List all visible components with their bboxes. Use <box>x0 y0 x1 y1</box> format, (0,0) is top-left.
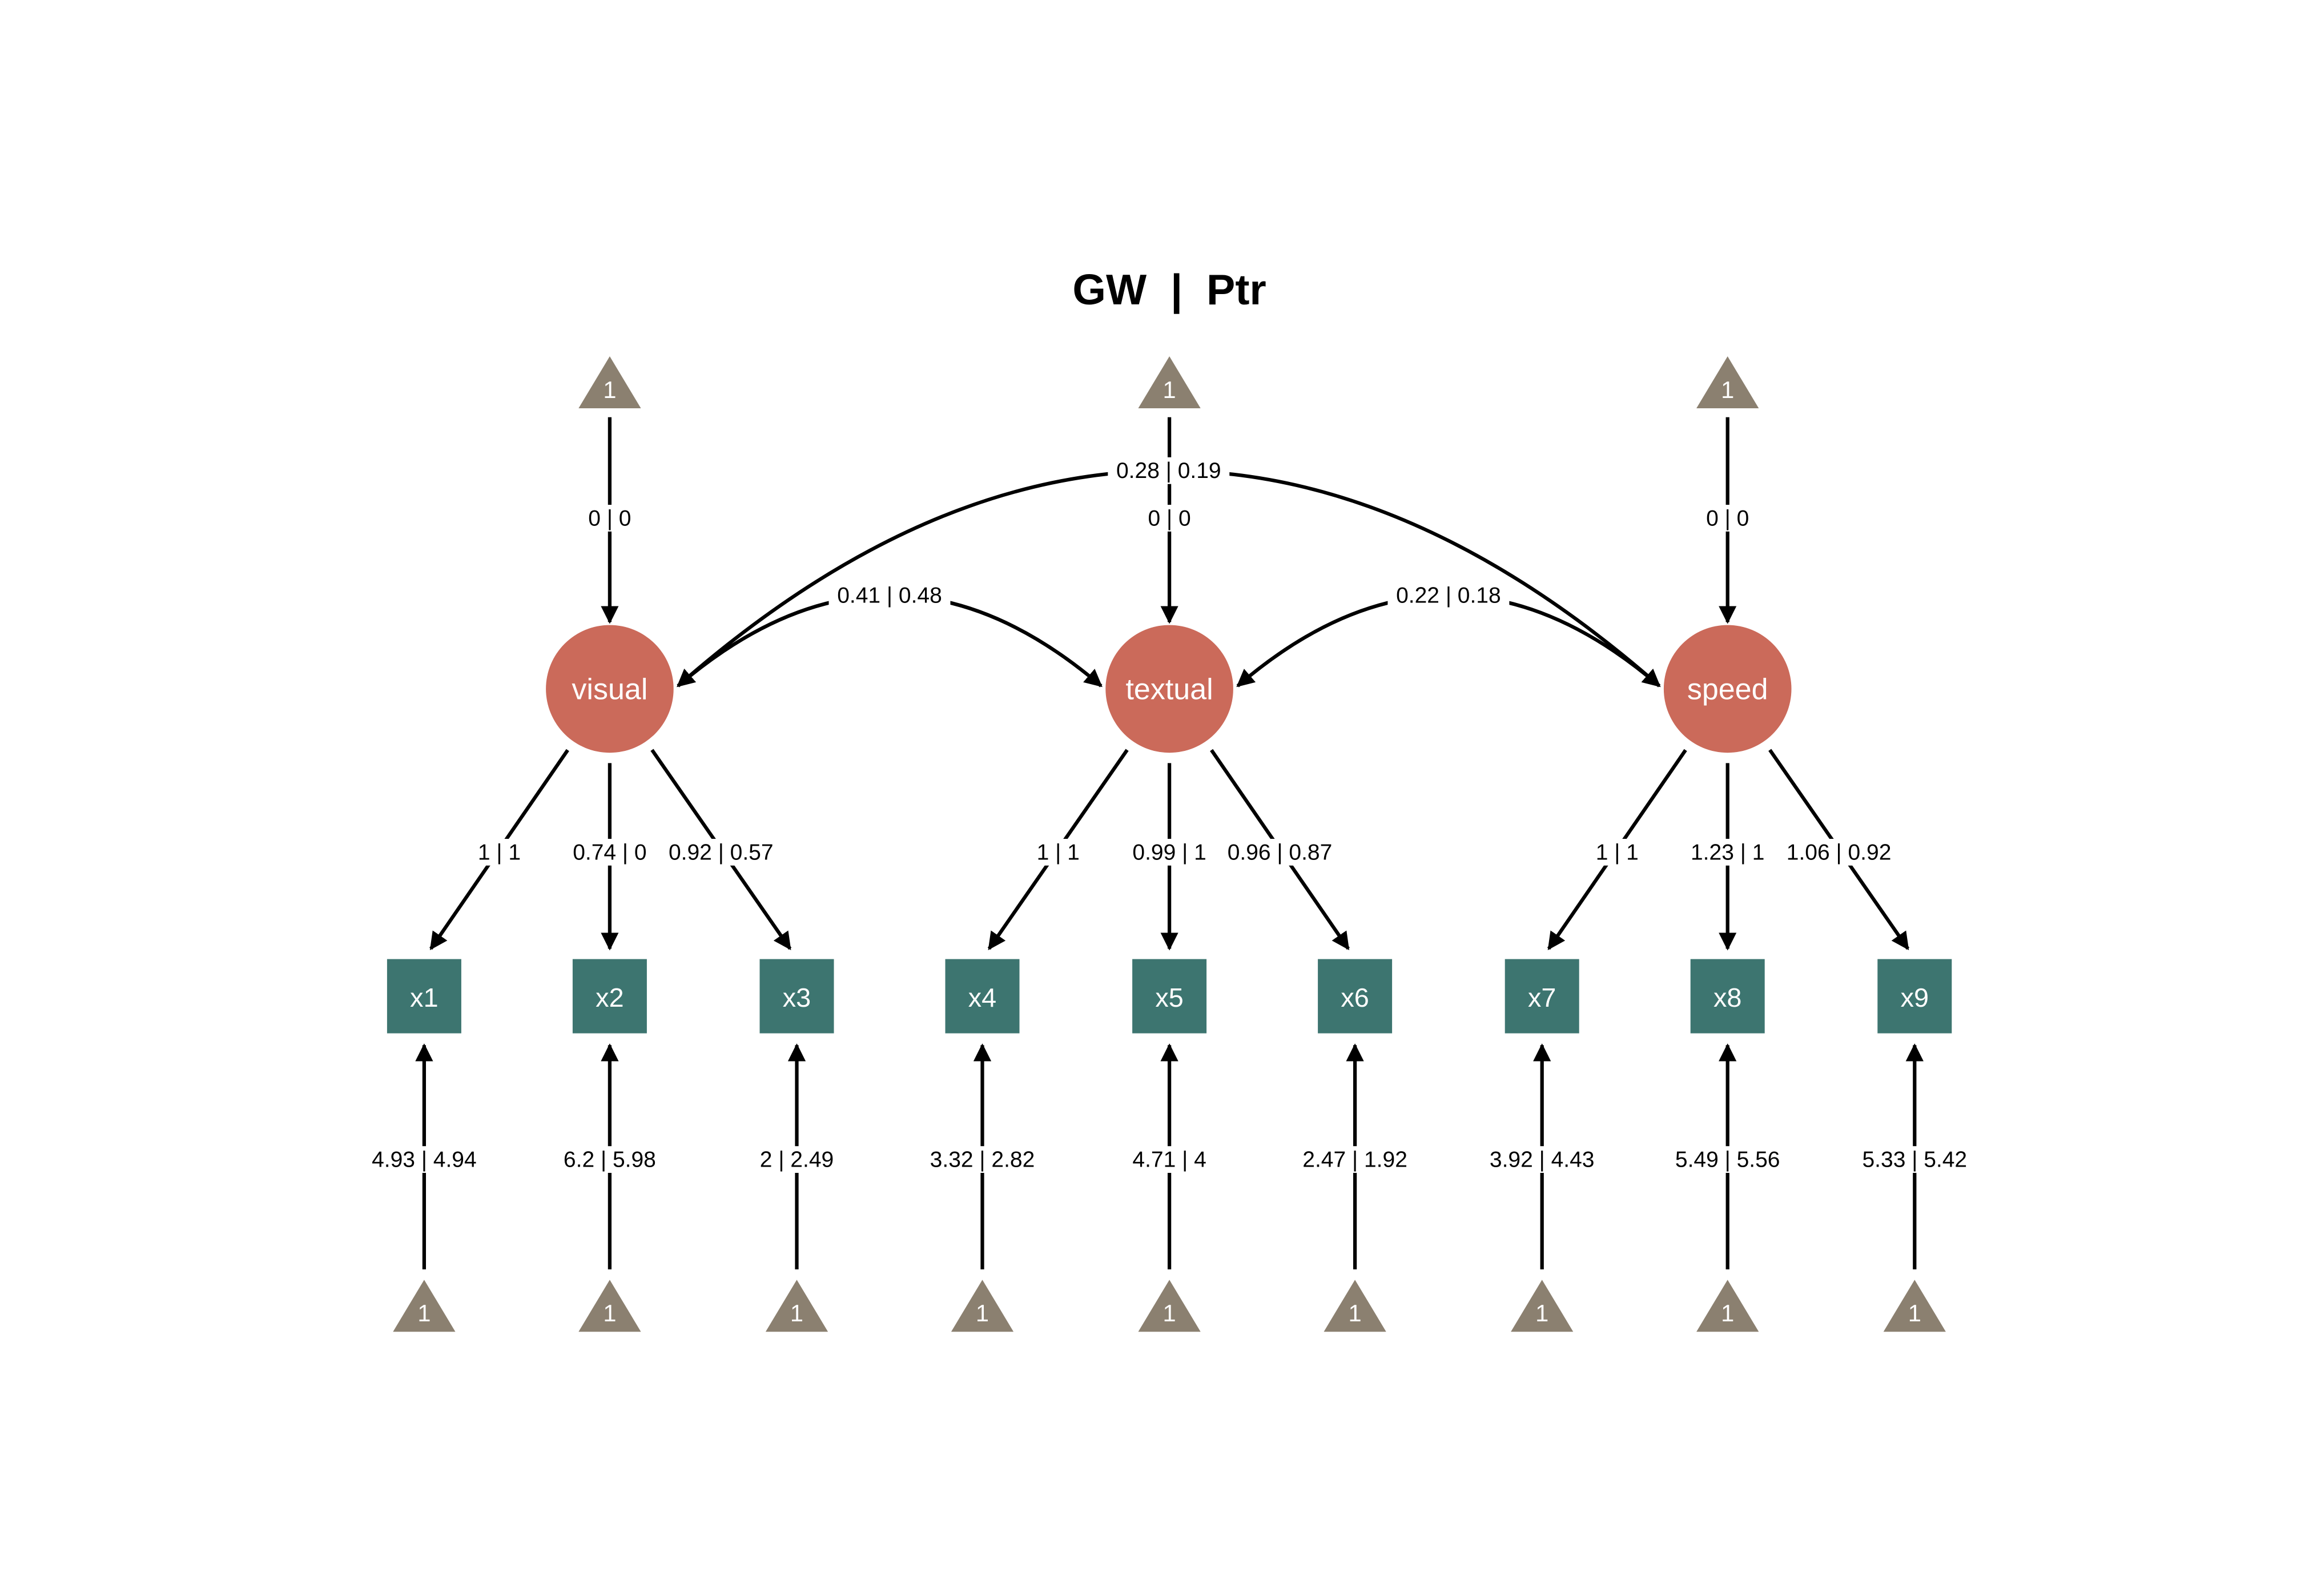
intercept-label-x5: 4.71 | 4 <box>1132 1148 1206 1172</box>
observed-label-x8: x8 <box>1713 983 1741 1012</box>
loading-label-x5: 0.99 | 1 <box>1132 840 1206 865</box>
covariance-arrow-textual-speed <box>1236 593 1661 688</box>
covariance-label-textual-speed: 0.22 | 0.18 <box>1396 584 1501 608</box>
intercept-label-x9-bg <box>1853 1146 1976 1173</box>
intercept-triangle-x9 <box>1883 1280 1946 1332</box>
intercept-triangle-x2-label: 1 <box>603 1300 616 1326</box>
intercept-triangle-x6 <box>1324 1280 1386 1332</box>
loading-label-x6: 0.96 | 0.87 <box>1228 840 1333 865</box>
observed-label-x3: x3 <box>783 983 811 1012</box>
observed-label-x5: x5 <box>1155 983 1183 1012</box>
loading-label-x1-bg <box>469 839 530 866</box>
latent-intercept-triangle-speed-label: 1 <box>1721 376 1734 403</box>
intercept-label-x4-bg <box>922 1146 1043 1173</box>
loading-label-x4-bg <box>1028 839 1088 866</box>
intercept-label-visual-bg <box>580 505 640 532</box>
latent-label-textual: textual <box>1125 673 1213 706</box>
intercept-label-x8: 5.49 | 5.56 <box>1675 1148 1780 1172</box>
latent-intercept-triangle-textual <box>1138 356 1201 408</box>
latent-node-speed <box>1663 625 1792 753</box>
intercept-triangle-x4 <box>951 1280 1014 1332</box>
loading-label-x2: 0.74 | 0 <box>573 840 646 865</box>
intercept-label-x4: 3.32 | 2.82 <box>930 1148 1035 1172</box>
loading-label-x7: 1 | 1 <box>1596 840 1639 865</box>
loading-label-x2-bg <box>564 839 655 866</box>
covariance-label-visual-speed-bg <box>1108 457 1230 484</box>
observed-node-x5 <box>1132 959 1207 1034</box>
intercept-triangle-x3-label: 1 <box>790 1300 803 1326</box>
observed-label-x9: x9 <box>1901 983 1929 1012</box>
intercept-triangle-x4-label: 1 <box>976 1300 989 1326</box>
intercept-label-x2-bg <box>554 1146 666 1173</box>
observed-label-x7: x7 <box>1528 983 1556 1012</box>
covariance-arrow-visual-textual <box>677 593 1103 688</box>
intercept-label-x3-bg <box>751 1146 843 1173</box>
latent-intercept-triangle-visual-label: 1 <box>603 376 616 403</box>
intercept-label-visual: 0 | 0 <box>588 506 631 530</box>
intercept-triangle-x8-label: 1 <box>1721 1300 1734 1326</box>
observed-node-x6 <box>1318 959 1393 1034</box>
intercept-label-x8-bg <box>1667 1146 1789 1173</box>
observed-label-x4: x4 <box>968 983 996 1012</box>
intercept-label-x1: 4.93 | 4.94 <box>372 1148 477 1172</box>
latent-intercept-triangle-visual <box>578 356 641 408</box>
intercept-label-x1-bg <box>363 1146 485 1173</box>
intercept-label-x7-bg <box>1481 1146 1603 1173</box>
loading-label-x1: 1 | 1 <box>478 840 521 865</box>
intercept-triangle-x7-label: 1 <box>1535 1300 1548 1326</box>
latent-node-visual <box>546 625 674 753</box>
loading-label-x3: 0.92 | 0.57 <box>669 840 774 865</box>
latent-intercept-triangle-speed <box>1696 356 1759 408</box>
observed-node-x3 <box>759 959 834 1034</box>
loading-label-x8-bg <box>1682 839 1773 866</box>
intercept-label-x2: 6.2 | 5.98 <box>564 1148 656 1172</box>
observed-label-x2: x2 <box>596 983 624 1012</box>
loading-label-x3-bg <box>660 839 782 866</box>
intercept-triangle-x7 <box>1511 1280 1574 1332</box>
intercept-label-textual-bg <box>1139 505 1200 532</box>
latent-intercept-triangle-textual-label: 1 <box>1163 376 1176 403</box>
intercept-triangle-x1-label: 1 <box>417 1300 431 1326</box>
loading-label-x9-bg <box>1778 839 1900 866</box>
intercept-label-x5-bg <box>1124 1146 1215 1173</box>
observed-node-x7 <box>1505 959 1579 1034</box>
intercept-triangle-x6-label: 1 <box>1349 1300 1362 1326</box>
observed-node-x1 <box>387 959 461 1034</box>
intercept-label-x9: 5.33 | 5.42 <box>1862 1148 1967 1172</box>
observed-node-x2 <box>572 959 647 1034</box>
intercept-label-speed-bg <box>1697 505 1758 532</box>
observed-node-x8 <box>1690 959 1765 1034</box>
covariance-label-visual-textual-bg <box>828 582 951 609</box>
intercept-triangle-x8 <box>1696 1280 1759 1332</box>
covariance-label-visual-speed: 0.28 | 0.19 <box>1116 459 1221 483</box>
latent-label-visual: visual <box>572 673 647 706</box>
loading-label-x6-bg <box>1219 839 1341 866</box>
loading-label-x4: 1 | 1 <box>1037 840 1080 865</box>
intercept-triangle-x2 <box>578 1280 641 1332</box>
loading-label-x7-bg <box>1587 839 1647 866</box>
intercept-triangle-x1 <box>393 1280 456 1332</box>
diagram-title: GW | Ptr <box>1072 266 1266 315</box>
latent-label-speed: speed <box>1687 673 1768 706</box>
intercept-label-x7: 3.92 | 4.43 <box>1490 1148 1595 1172</box>
latent-node-textual <box>1105 625 1233 753</box>
intercept-label-x6: 2.47 | 1.92 <box>1302 1148 1407 1172</box>
intercept-label-textual: 0 | 0 <box>1148 506 1191 530</box>
covariance-label-textual-speed-bg <box>1387 582 1510 609</box>
observed-node-x9 <box>1877 959 1952 1034</box>
intercept-label-x6-bg <box>1294 1146 1416 1173</box>
observed-label-x6: x6 <box>1341 983 1369 1012</box>
loading-label-x8: 1.23 | 1 <box>1691 840 1764 865</box>
observed-node-x4 <box>945 959 1020 1034</box>
intercept-triangle-x9-label: 1 <box>1908 1300 1921 1326</box>
covariance-label-visual-textual: 0.41 | 0.48 <box>837 584 942 608</box>
observed-label-x1: x1 <box>410 983 438 1012</box>
intercept-label-x3: 2 | 2.49 <box>760 1148 834 1172</box>
loading-label-x9: 1.06 | 0.92 <box>1787 840 1892 865</box>
loading-label-x5-bg <box>1124 839 1215 866</box>
intercept-triangle-x3 <box>765 1280 828 1332</box>
intercept-triangle-x5 <box>1138 1280 1201 1332</box>
intercept-label-speed: 0 | 0 <box>1706 506 1749 530</box>
intercept-triangle-x5-label: 1 <box>1163 1300 1176 1326</box>
